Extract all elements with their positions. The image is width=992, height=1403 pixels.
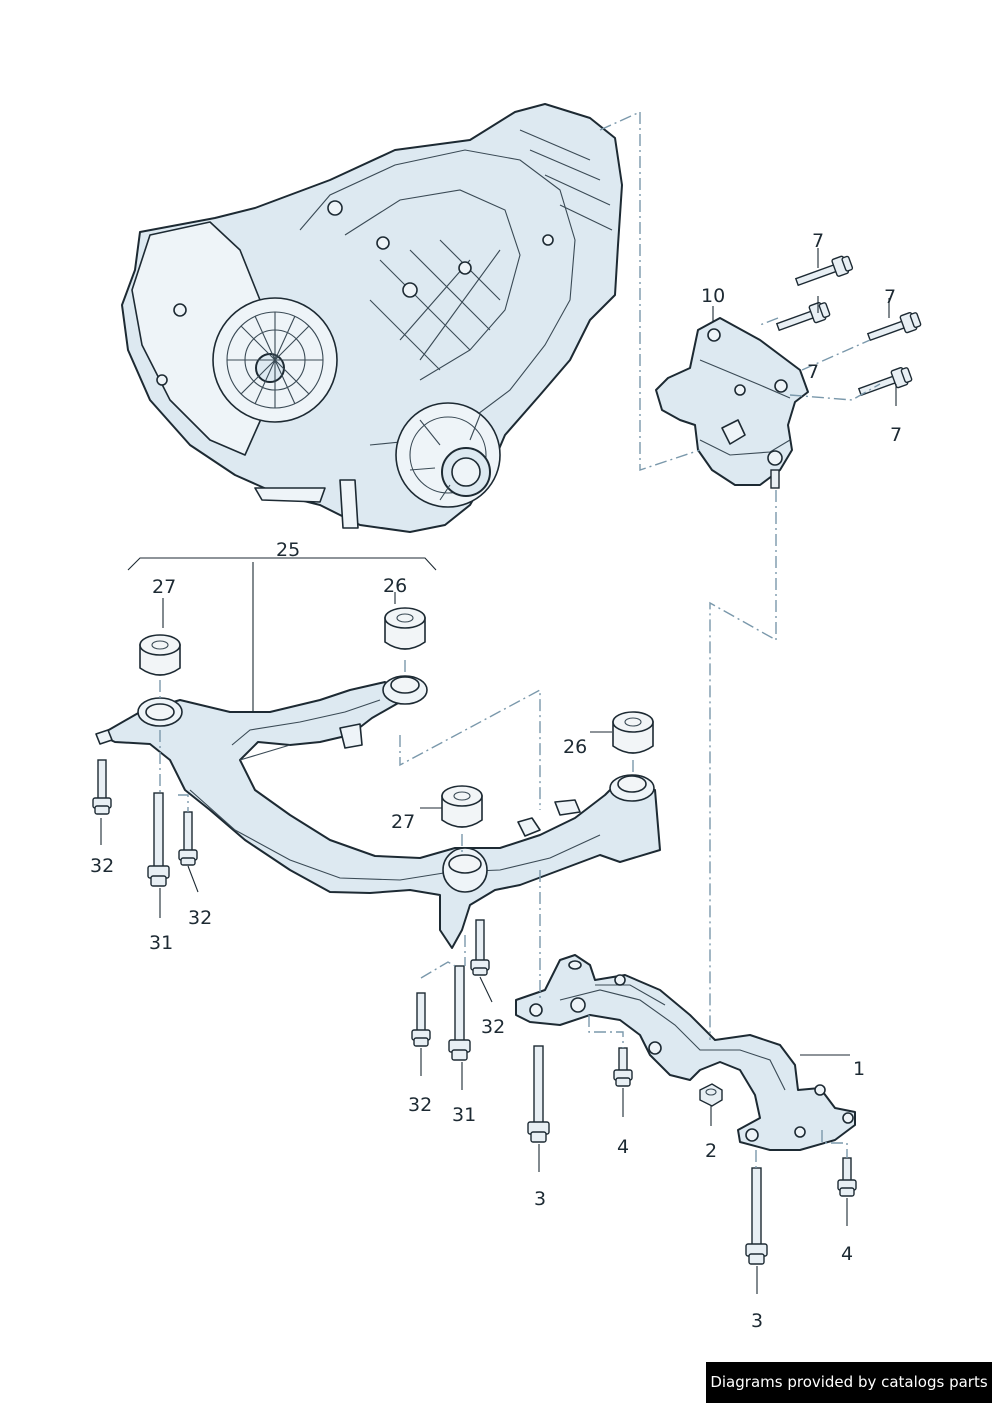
bolt-3-left (527, 1045, 550, 1143)
credit-banner: Diagrams provided by catalogs parts (706, 1362, 992, 1403)
support-bracket (515, 954, 856, 1151)
callout-2: 2 (705, 1140, 717, 1162)
callout-1: 1 (853, 1058, 865, 1080)
bolt-32-mid (470, 919, 490, 976)
bushing-26-right (612, 711, 654, 754)
gearbox-mount (655, 317, 809, 489)
bolt-4-left (613, 1047, 633, 1087)
callout-3-left: 3 (534, 1188, 546, 1210)
bolt-32-mid-lower (411, 992, 431, 1047)
callout-3-right: 3 (751, 1310, 763, 1332)
bolt-7a (794, 255, 854, 287)
gearbox-assembly (121, 103, 623, 533)
bolt-32-left-inner (178, 811, 198, 866)
callout-7-top: 7 (812, 230, 824, 252)
assembly-lines (159, 111, 881, 1168)
callout-32-mid: 32 (481, 1016, 505, 1038)
callout-31-mid: 31 (452, 1104, 476, 1126)
bolt-7b (775, 301, 831, 332)
bolt-32-left (92, 759, 112, 815)
callout-31-left: 31 (149, 932, 173, 954)
bolt-7d (857, 366, 913, 397)
callout-27-left: 27 (152, 576, 176, 598)
callout-7-mid: 7 (807, 361, 819, 383)
callout-26-top: 26 (383, 575, 407, 597)
callout-4-right: 4 (841, 1243, 853, 1265)
nut-2 (699, 1083, 723, 1107)
callout-7-right-bottom: 7 (890, 424, 902, 446)
bolt-4-right (837, 1157, 857, 1197)
bushing-27-left (139, 634, 181, 676)
bolt-31-mid (448, 965, 471, 1061)
callout-26-right: 26 (563, 736, 587, 758)
bushing-26-top (384, 607, 426, 650)
callout-25: 25 (276, 539, 300, 561)
callout-4-left: 4 (617, 1136, 629, 1158)
callout-10: 10 (701, 285, 725, 307)
bushing-27-mid (441, 785, 483, 828)
callout-labels: 1 2 3 3 4 4 7 7 7 7 10 25 26 26 27 27 31… (90, 230, 902, 1332)
callout-32-mid-lower: 32 (408, 1094, 432, 1116)
callout-7-right-top: 7 (884, 286, 896, 308)
bolt-7c (866, 311, 922, 342)
callout-32-left-inner: 32 (188, 907, 212, 929)
bolt-31-left (147, 792, 170, 887)
callout-27-mid: 27 (391, 811, 415, 833)
callout-32-left: 32 (90, 855, 114, 877)
subframe-crossmember (95, 675, 661, 949)
leader-lines (100, 248, 897, 1294)
bolt-3-right (745, 1167, 768, 1265)
